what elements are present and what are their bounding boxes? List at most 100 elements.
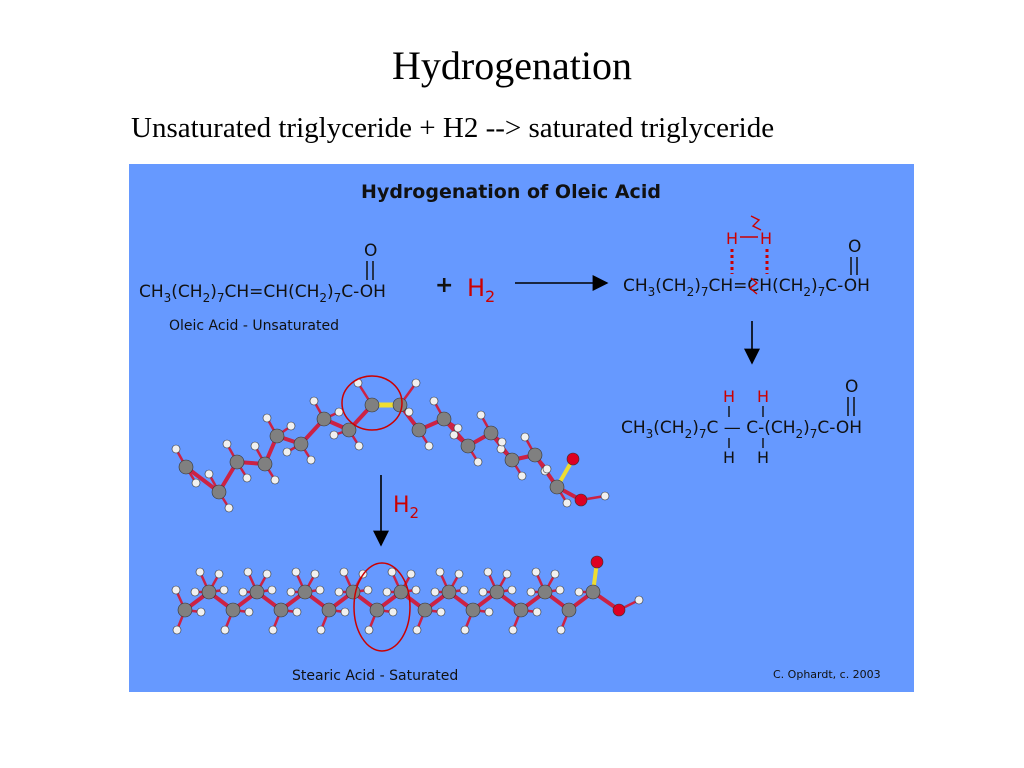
carbon-atom [489, 584, 505, 600]
hydrogen-atom [270, 475, 280, 485]
carbon-atom [393, 584, 409, 600]
hydrogen-atom [484, 607, 494, 617]
carbon-atom [537, 584, 553, 600]
hydrogen-atom [219, 585, 229, 595]
hydrogen-atom [195, 567, 205, 577]
hydrogen-atom [171, 585, 181, 595]
hydrogen-atom [334, 407, 344, 417]
carbon-atom [392, 397, 408, 413]
hydrogen-atom [354, 441, 364, 451]
hydrogen-atom [242, 473, 252, 483]
credit-text: C. Ophardt, c. 2003 [773, 668, 881, 681]
oleic-formula-text: CH3(CH2)7CH=CH(CH2)7C-OH [139, 282, 386, 305]
hydrogen-atom [542, 464, 552, 474]
hydrogen-atom [532, 607, 542, 617]
carbon-atom [504, 452, 520, 468]
hydrogen-atom [430, 587, 440, 597]
carbon-atom [257, 456, 273, 472]
hydrogen-atom [238, 587, 248, 597]
hydrogen-atom [508, 625, 518, 635]
hydrogen-atom [460, 625, 470, 635]
carbon-atom [225, 602, 241, 618]
hydrogen-atom [292, 607, 302, 617]
hydrogen-atom [267, 585, 277, 595]
hydrogen-atom [429, 396, 439, 406]
carbon-atom [417, 602, 433, 618]
hydrogen-atom [315, 585, 325, 595]
carbon-atom [249, 584, 265, 600]
hydrogen-atom [388, 607, 398, 617]
carbon-atom [293, 436, 309, 452]
hydrogen-atom [517, 471, 527, 481]
oxygen-atom [612, 603, 626, 617]
hydrogen-atom [449, 430, 459, 440]
intermediate-formula: CH3(CH2)7CH=CH(CH2)7C-OH O H H [623, 215, 870, 299]
carbon-atom [483, 425, 499, 441]
hydrogen-atom [250, 441, 260, 451]
carbon-atom [369, 602, 385, 618]
carbon-atom [269, 428, 285, 444]
carbon-atom [229, 454, 245, 470]
slide-title: Hydrogenation [392, 43, 632, 88]
hydrogen-atom [268, 625, 278, 635]
carbon-atom [177, 602, 193, 618]
hydrogen-atom [453, 423, 463, 433]
oleic-carbonyl-oxygen: O [364, 241, 377, 261]
hydrogen-atom [387, 567, 397, 577]
carbon-atom [460, 438, 476, 454]
bond-break-mark-bottom [748, 277, 759, 295]
bond-break-mark-top [750, 215, 762, 231]
hydrogen-atom [531, 567, 541, 577]
hydrogen-atom [340, 607, 350, 617]
hydrogen-atom [555, 585, 565, 595]
double-bond-highlight-circle [341, 375, 403, 431]
hydrogen-atom [220, 625, 230, 635]
hydrogen-atom [473, 457, 483, 467]
hydrogen-atom [243, 567, 253, 577]
hydrogen-atom [634, 595, 644, 605]
hydrogen-atom [171, 444, 181, 454]
carbon-atom [513, 602, 529, 618]
product-h-bottom-left: H [723, 448, 735, 467]
hydrogen-atom [507, 585, 517, 595]
hydrogen-atom [222, 439, 232, 449]
hydrogen-atom [262, 569, 272, 579]
hydrogen-atom [406, 569, 416, 579]
carbon-atom [527, 447, 543, 463]
carbon-atom [345, 584, 361, 600]
svg-text:H2: H2 [393, 493, 419, 522]
hydrogen-atom [497, 437, 507, 447]
hydrogen-atom [190, 587, 200, 597]
oxygen-atom [590, 555, 604, 569]
product-formula: CH3(CH2)7C — C-(CH2)7C-OH O H H H H [621, 377, 862, 467]
svg-text:H2: H2 [467, 274, 495, 306]
carbon-atom [201, 584, 217, 600]
hydrogen-atom [412, 625, 422, 635]
hydrogen-atom [214, 569, 224, 579]
carbon-atom [411, 422, 427, 438]
oleic-acid-formula: CH3(CH2)7CH=CH(CH2)7C-OH O Oleic Acid - … [139, 241, 386, 334]
intermediate-h-left: H [726, 229, 738, 248]
figure-canvas: Hydrogenation of Oleic Acid CH3(CH2)7CH=… [139, 181, 881, 684]
hydrogen-atom [454, 569, 464, 579]
product-carbonyl-oxygen: O [845, 377, 858, 397]
hydrogen-atom [262, 413, 272, 423]
hydrogen-atom [550, 569, 560, 579]
saturated-bond-highlight-circle [353, 562, 411, 652]
hydrogen-atom [291, 567, 301, 577]
hydrogen-atom [196, 607, 206, 617]
hydrogen-atom [286, 421, 296, 431]
h2-reagent-lower: H2 [393, 493, 419, 522]
hydrogen-atom [339, 567, 349, 577]
hydrogen-atom [556, 625, 566, 635]
carbon-atom [364, 397, 380, 413]
carbon-atom [441, 584, 457, 600]
hydrogen-atom [244, 607, 254, 617]
hydrogen-atom [574, 587, 584, 597]
hydrogen-atom [411, 378, 421, 388]
carbon-atom [316, 411, 332, 427]
hydrogen-atom [476, 410, 486, 420]
carbon-atom [341, 422, 357, 438]
intermediate-carbonyl-oxygen: O [848, 237, 861, 257]
hydrogen-atom [310, 569, 320, 579]
